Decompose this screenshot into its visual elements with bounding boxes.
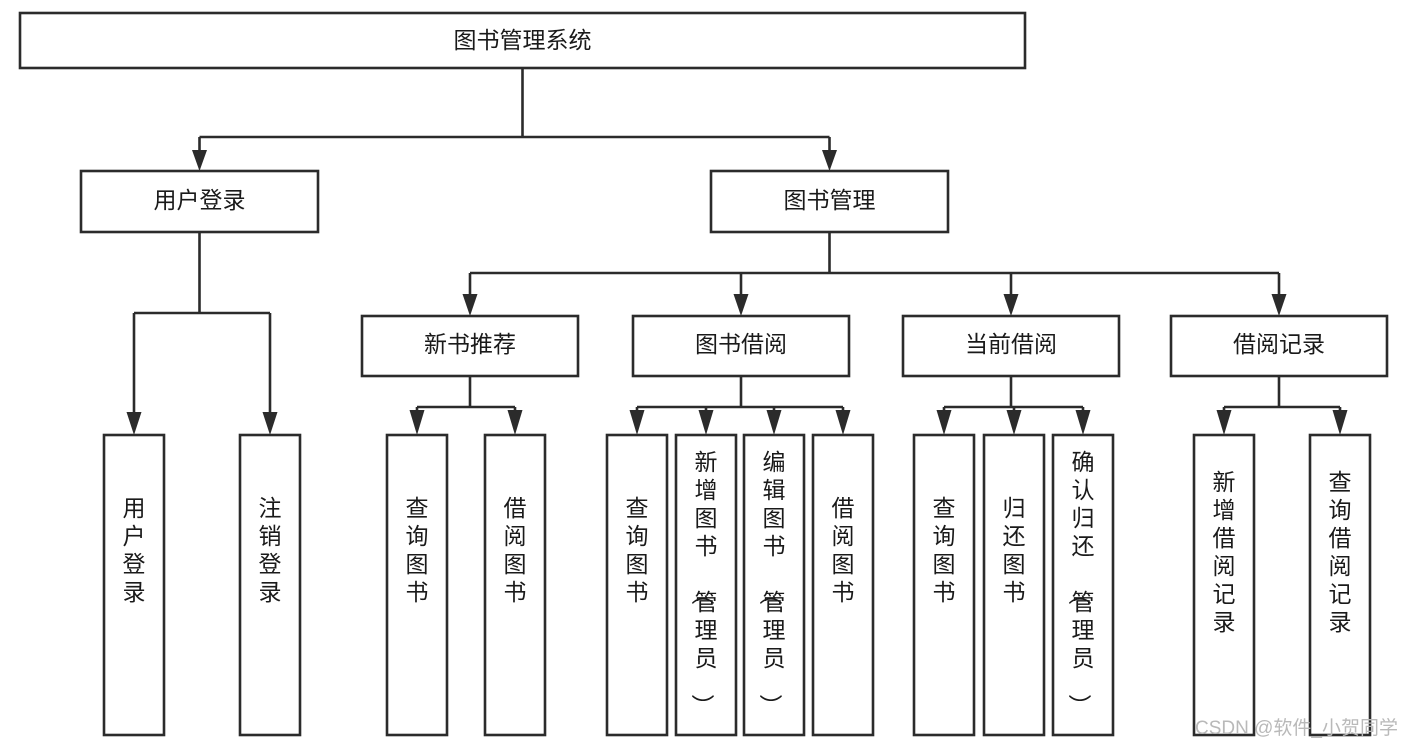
connector-layer [126, 68, 1348, 435]
leaf-confirm-return-admin-label: 确认归还（管理员） [1067, 449, 1095, 717]
leaf-add-book-admin[interactable]: 新增图书（管理员） [674, 433, 738, 737]
node-current-borrowing[interactable]: 当前借阅 [901, 314, 1121, 378]
leaf-query-books-borrow-label: 查询图书 [626, 495, 649, 605]
leaf-query-books-recommend[interactable]: 查询图书 [385, 433, 449, 737]
leaf-borrow-books-recommend-label: 借阅图书 [504, 495, 527, 605]
arrow-head-leaf-add-book-admin [698, 410, 714, 435]
arrow-head-new-book-recommendation [462, 294, 478, 316]
arrow-head-leaf-return-book [1006, 410, 1022, 435]
root-node-rect [18, 11, 1027, 70]
leaf-query-borrow-record-rect [1308, 433, 1372, 737]
leaf-return-book[interactable]: 归还图书 [982, 433, 1046, 737]
leaf-add-borrow-record[interactable]: 新增借阅记录 [1192, 433, 1256, 737]
node-user-login[interactable]: 用户登录 [79, 169, 320, 234]
arrow-head-leaf-add-borrow-record [1216, 410, 1232, 435]
node-current-borrowing-label: 当前借阅 [965, 331, 1057, 357]
leaf-borrow-books-recommend-rect [483, 433, 547, 737]
leaf-query-books-current-rect [912, 433, 976, 737]
root-node-library-management-system[interactable]: 图书管理系统 [18, 11, 1027, 70]
node-book-management[interactable]: 图书管理 [709, 169, 950, 234]
node-new-book-recommendation-label: 新书推荐 [424, 331, 516, 357]
root-node-label: 图书管理系统 [454, 27, 592, 53]
leaf-user-login-label: 用户登录 [123, 495, 146, 605]
leaf-query-books-current[interactable]: 查询图书 [912, 433, 976, 737]
node-borrowing-records-label: 借阅记录 [1233, 331, 1325, 357]
leaf-borrow-books-recommend[interactable]: 借阅图书 [483, 433, 547, 737]
leaf-query-books-borrow[interactable]: 查询图书 [605, 433, 669, 737]
node-book-borrowing-label: 图书借阅 [695, 331, 787, 357]
node-new-book-recommendation[interactable]: 新书推荐 [360, 314, 580, 378]
node-borrowing-records[interactable]: 借阅记录 [1169, 314, 1389, 378]
arrow-head-leaf-borrow-book [835, 410, 851, 435]
leaf-add-borrow-record-label: 新增借阅记录 [1213, 469, 1236, 635]
leaf-user-logout-rect [238, 433, 302, 737]
node-book-management-label: 图书管理 [784, 187, 876, 213]
watermark-label: CSDN @软件_小贺同学 [1195, 717, 1398, 739]
node-book-borrowing[interactable]: 图书借阅 [631, 314, 851, 378]
arrow-head-leaf-query-borrow-record [1332, 410, 1348, 435]
leaf-confirm-return-admin-rect [1051, 433, 1115, 737]
node-current-borrowing-rect [901, 314, 1121, 378]
node-borrowing-records-rect [1169, 314, 1389, 378]
leaf-edit-book-admin-label: 编辑图书（管理员） [758, 449, 786, 717]
leaf-user-login-rect [102, 433, 166, 737]
arrow-head-book-management [822, 150, 837, 171]
leaf-add-book-admin-rect [674, 433, 738, 737]
leaf-borrow-book[interactable]: 借阅图书 [811, 433, 875, 737]
leaf-confirm-return-admin[interactable]: 确认归还（管理员） [1051, 433, 1115, 737]
leaf-return-book-label: 归还图书 [1003, 495, 1026, 605]
node-user-login-rect [79, 169, 320, 234]
leaf-query-books-recommend-label: 查询图书 [406, 495, 429, 605]
leaf-query-borrow-record[interactable]: 查询借阅记录 [1308, 433, 1372, 737]
leaf-edit-book-admin[interactable]: 编辑图书（管理员） [742, 433, 806, 737]
arrow-head-user-login [192, 150, 207, 171]
arrow-head-leaf-edit-book-admin [766, 410, 782, 435]
node-book-management-rect [709, 169, 950, 234]
leaf-query-books-recommend-rect [385, 433, 449, 737]
arrow-head-leaf-query-books-recommend [409, 410, 425, 435]
arrow-head-leaf-borrow-books-recommend [507, 410, 523, 435]
leaf-borrow-book-label: 借阅图书 [832, 495, 855, 605]
node-new-book-recommendation-rect [360, 314, 580, 378]
leaf-query-books-current-label: 查询图书 [933, 495, 956, 605]
leaf-add-borrow-record-rect [1192, 433, 1256, 737]
arrow-head-leaf-user-login [126, 412, 142, 435]
arrow-head-borrowing-records [1271, 294, 1287, 316]
node-book-borrowing-rect [631, 314, 851, 378]
arrow-head-leaf-query-books-borrow [629, 410, 645, 435]
leaf-query-borrow-record-label: 查询借阅记录 [1329, 469, 1352, 635]
arrow-head-current-borrowing [1003, 294, 1019, 316]
leaf-user-login[interactable]: 用户登录 [102, 433, 166, 737]
leaf-add-book-admin-label: 新增图书（管理员） [690, 449, 718, 717]
leaf-user-logout[interactable]: 注销登录 [238, 433, 302, 737]
leaf-user-logout-label: 注销登录 [259, 495, 282, 605]
leaf-borrow-book-rect [811, 433, 875, 737]
leaf-edit-book-admin-rect [742, 433, 806, 737]
leaf-query-books-borrow-rect [605, 433, 669, 737]
arrow-head-leaf-query-books-current [936, 410, 952, 435]
arrow-head-leaf-user-logout [262, 412, 278, 435]
leaf-return-book-rect [982, 433, 1046, 737]
node-user-login-label: 用户登录 [154, 187, 246, 213]
arrow-head-leaf-confirm-return-admin [1075, 410, 1091, 435]
arrow-head-book-borrowing [733, 294, 749, 316]
